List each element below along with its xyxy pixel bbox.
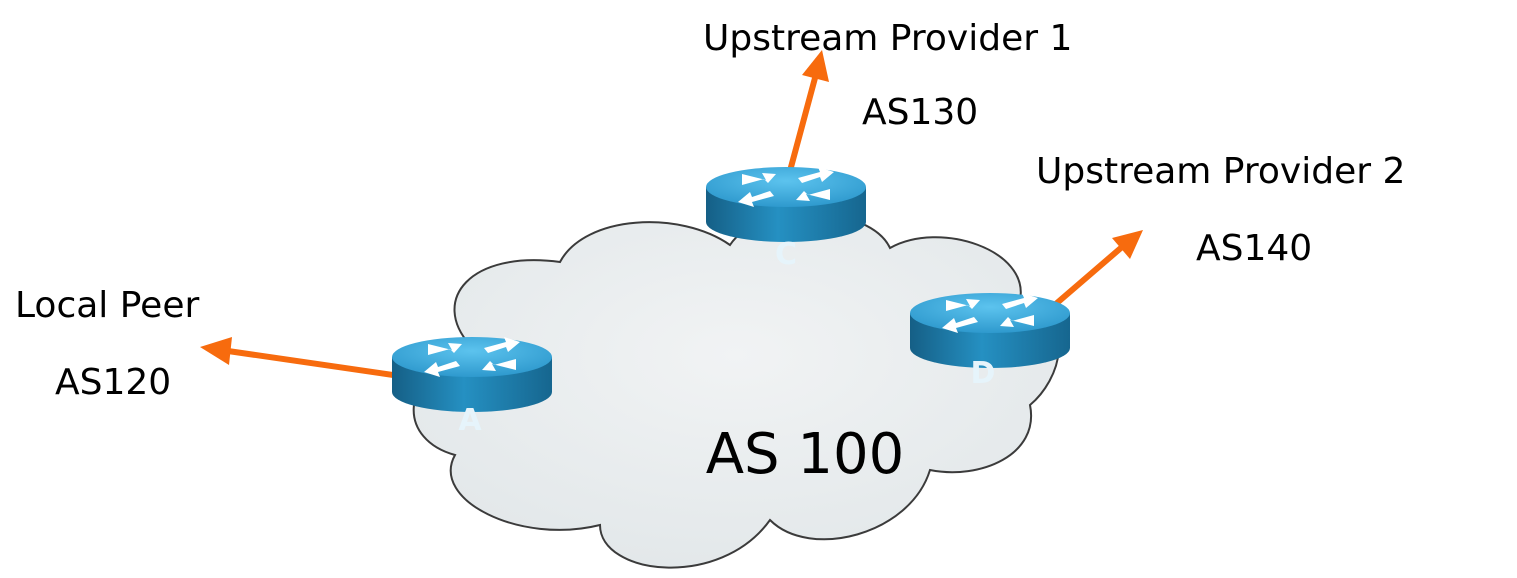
link-c-upstream1 [784,50,829,185]
router-c-label: C [775,237,797,272]
arrowhead-icon [200,337,232,365]
router-c[interactable]: C [706,167,866,272]
arrowhead-icon [802,50,829,82]
link-a-local-peer [200,337,410,380]
as100-cloud [412,212,1060,569]
as100-label: AS 100 [706,422,905,487]
upstream2-asn: AS140 [1196,228,1312,269]
upstream1-asn: AS130 [862,92,978,133]
router-a[interactable]: A [392,337,552,438]
router-d[interactable]: D [910,293,1070,391]
router-a-label: A [458,403,482,438]
router-icon [706,167,866,242]
arrowhead-icon [1112,230,1143,259]
local-peer-name: Local Peer [15,285,199,326]
router-d-label: D [971,356,996,391]
link-d-upstream2 [1040,230,1143,318]
router-icon [392,337,552,412]
upstream2-name: Upstream Provider 2 [1036,151,1405,192]
local-peer-asn: AS120 [55,362,171,403]
upstream1-name: Upstream Provider 1 [703,18,1072,59]
